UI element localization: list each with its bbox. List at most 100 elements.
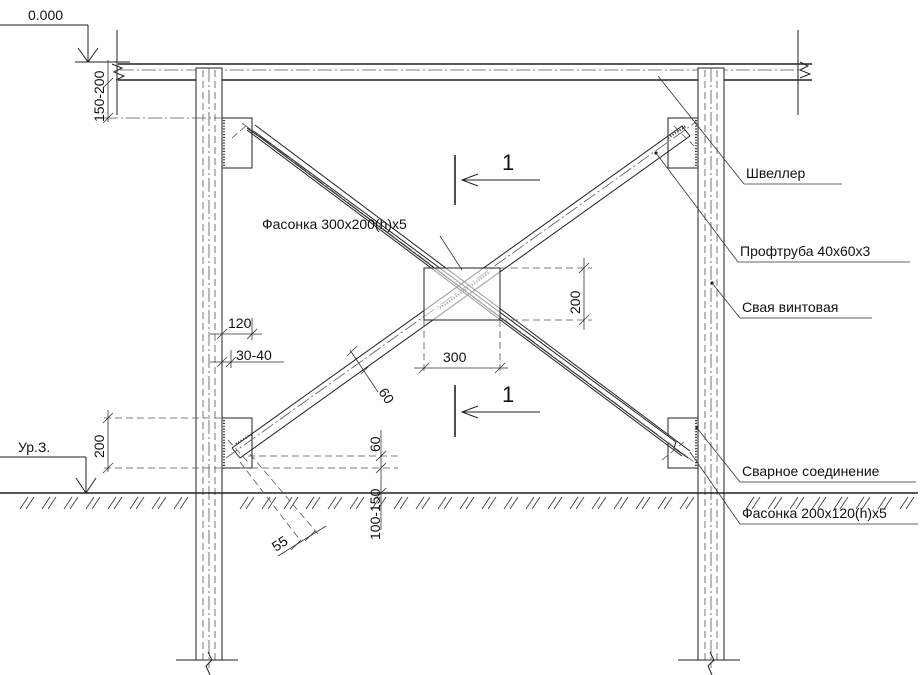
dim-weld-length: 55 [239, 453, 327, 557]
ground-hatch [883, 496, 893, 510]
ground-hatch [619, 496, 629, 510]
ground-hatch [63, 496, 73, 510]
ground-hatch [509, 496, 519, 510]
center-gusset-plate [423, 267, 592, 372]
ground-hatch [245, 496, 255, 510]
ground-hatch [377, 496, 387, 510]
callout-corner-plate: Фасонка 200x120(h)x5 [689, 451, 918, 525]
ground-hatch [135, 496, 145, 510]
ground-hatch [657, 496, 667, 510]
ground-hatch [795, 496, 805, 510]
ground-hatch [239, 496, 249, 510]
ground-hatch [597, 496, 607, 510]
ground-hatch [311, 496, 321, 510]
channel-beam [111, 30, 812, 115]
ground-hatch [553, 496, 563, 510]
ground-hatch [421, 496, 431, 510]
ground-hatch [267, 496, 277, 510]
dim-center-plate-height: 200 [567, 258, 590, 330]
ground-hatch [19, 496, 29, 510]
ground-hatch [443, 496, 453, 510]
dim-plate-gap: 120 [210, 315, 262, 340]
ground-hatch [173, 496, 183, 510]
ground-hatch [663, 496, 673, 510]
corner-plate-top-right [667, 117, 699, 169]
ground-hatch [833, 496, 843, 510]
ground-hatch [811, 496, 821, 510]
ground-hatch [679, 496, 689, 510]
ground-hatch [575, 496, 585, 510]
corner-plate-label: Фасонка 200x120(h)x5 [742, 505, 887, 521]
ground-hatch [481, 496, 491, 510]
ground-hatch [349, 496, 359, 510]
dim-weld-length-value: 55 [269, 532, 291, 554]
ground-hatch [393, 496, 403, 510]
dim-member-width-value: 60 [376, 385, 398, 407]
ground-hatch [283, 496, 293, 510]
ground-hatch [437, 496, 447, 510]
ground-hatch [855, 496, 865, 510]
ground-hatch [289, 496, 299, 510]
ground-line [0, 492, 918, 510]
ground-hatch [355, 496, 365, 510]
ground-hatch [877, 496, 887, 510]
dim-member-width: 60 [346, 345, 398, 407]
ground-hatch [415, 496, 425, 510]
profile-pipe-label: Профтруба 40x60x3 [740, 243, 871, 259]
ground-hatch [613, 496, 623, 510]
ground-hatch [745, 496, 755, 510]
ground-hatch [531, 496, 541, 510]
section-marker-bottom: 1 [454, 382, 540, 437]
ground-hatch [85, 496, 95, 510]
ground-hatch [69, 496, 79, 510]
ground-hatch [41, 496, 51, 510]
corner-plate-top-left [221, 117, 253, 169]
ground-hatch [767, 496, 777, 510]
dim-plate-bottom-offset: 60 [240, 430, 398, 530]
ground-hatch [107, 496, 117, 510]
dim-plate-bottom-offset-value: 60 [367, 436, 383, 452]
ground-elevation-value: Ур.З. [18, 439, 50, 455]
dim-plate-height-left-value: 200 [91, 434, 107, 458]
ground-hatch [371, 496, 381, 510]
ground-hatch [113, 496, 123, 510]
ground-hatch [591, 496, 601, 510]
ground-hatch [899, 496, 909, 510]
ground-hatch [751, 496, 761, 510]
ground-hatch [465, 496, 475, 510]
ground-hatch [91, 496, 101, 510]
top-elevation-mark: 0.000 [0, 7, 130, 63]
ground-hatch [685, 496, 695, 510]
ground-hatch [151, 496, 161, 510]
left-screw-pile [176, 67, 238, 675]
dim-beam-gap-value: 150-200 [91, 70, 107, 122]
ground-hatch [817, 496, 827, 510]
callout-screw-pile: Свая винтовая [710, 281, 872, 319]
ground-hatch [25, 496, 35, 510]
ground-hatch [179, 496, 189, 510]
dim-plate-gap-value: 120 [228, 315, 252, 331]
dim-center-plate-width: 300 [414, 349, 508, 374]
ground-hatch [905, 496, 915, 510]
ground-hatch [333, 496, 343, 510]
dim-center-plate-height-value: 200 [567, 290, 583, 314]
ground-hatch [399, 496, 409, 510]
dim-beam-gap: 150-200 [91, 60, 222, 124]
dim-plate-edge: 30-40 [210, 347, 284, 368]
ground-elevation-mark: Ур.З. [0, 439, 97, 494]
right-screw-pile [678, 67, 740, 675]
ground-hatch [789, 496, 799, 510]
ground-hatch [839, 496, 849, 510]
section-marker-top: 1 [454, 150, 540, 205]
ground-hatch [305, 496, 315, 510]
ground-hatch [861, 496, 871, 510]
callout-center-plate: Фасонка 300x200(h)x5 [262, 216, 463, 271]
dim-plate-height-left: 200 [91, 410, 222, 474]
ground-hatch [525, 496, 535, 510]
ground-hatch [569, 496, 579, 510]
ground-hatch [641, 496, 651, 510]
ground-hatch [635, 496, 645, 510]
ground-hatch [327, 496, 337, 510]
callout-profile-pipe: Профтруба 40x60x3 [654, 151, 910, 263]
ground-hatch [487, 496, 497, 510]
